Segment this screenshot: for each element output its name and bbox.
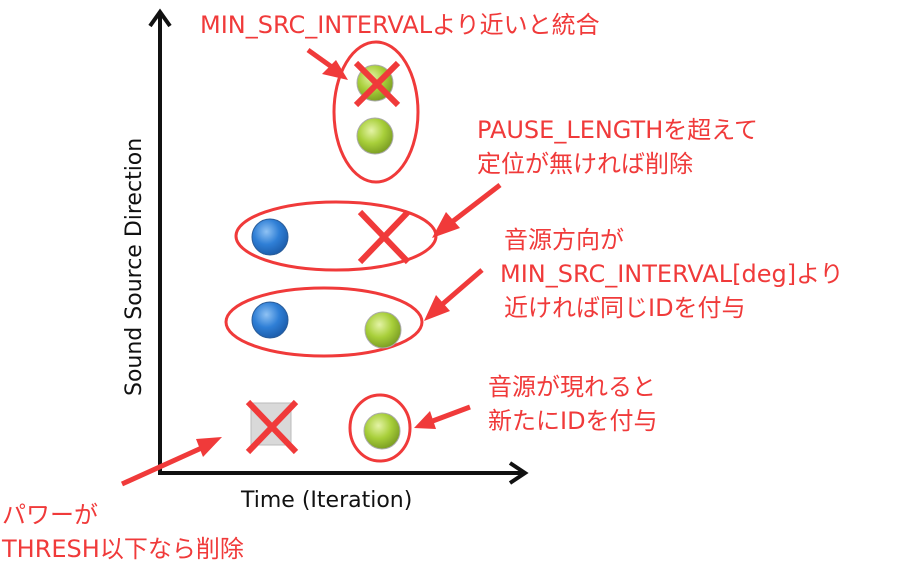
x-axis-label: Time (Iteration): [241, 488, 413, 513]
annotation-pause-line-2: 定位が無ければ削除: [477, 150, 693, 178]
annotation-same-id-line-2: MIN_SRC_INTERVAL[deg]より: [500, 260, 844, 288]
annotation-power: パワーが THRESH以下なら削除: [2, 498, 244, 566]
annotation-new-id: 音源が現れると 新たにIDを付与: [488, 370, 658, 438]
blue-source-pause: [251, 218, 289, 256]
merge-group-ellipse: [332, 40, 420, 184]
annotation-pause: PAUSE_LENGTHを超えて 定位が無ければ削除: [477, 113, 758, 181]
same-id-group-ellipse: [224, 286, 424, 358]
arrow-merge: [306, 47, 348, 80]
delete-cross-power: [245, 399, 299, 455]
annotation-same-id: 音源方向が MIN_SRC_INTERVAL[deg]より 近ければ同じIDを付…: [500, 223, 844, 325]
y-axis-label: Sound Source Direction: [122, 137, 147, 396]
annotation-same-id-line-3: 近ければ同じIDを付与: [504, 294, 746, 322]
new-source-ellipse: [348, 393, 412, 463]
delete-cross-merged: [353, 60, 401, 108]
annotation-pause-line-1: PAUSE_LENGTHを超えて: [477, 116, 759, 144]
arrow-power: [120, 437, 222, 487]
arrow-new-id: [414, 404, 471, 429]
blue-source-same-id: [251, 301, 289, 339]
annotation-new-id-line-2: 新たにIDを付与: [488, 407, 658, 435]
annotation-merge: MIN_SRC_INTERVALより近いと統合: [200, 11, 600, 39]
annotation-power-line-1: パワーが: [2, 501, 98, 529]
arrow-same-id: [424, 268, 484, 321]
y-axis-arrowhead: [148, 8, 172, 28]
green-source-same-id: [364, 311, 402, 349]
arrow-pause: [432, 183, 502, 238]
annotation-power-line-2: THRESH以下なら削除: [2, 535, 244, 563]
annotation-same-id-line-1: 音源方向が: [504, 226, 624, 254]
green-source-kept: [356, 117, 394, 155]
annotation-new-id-line-1: 音源が現れると: [488, 373, 656, 401]
green-source-new: [363, 412, 401, 450]
x-axis-arrowhead: [508, 461, 529, 485]
delete-cross-pause: [357, 209, 411, 265]
